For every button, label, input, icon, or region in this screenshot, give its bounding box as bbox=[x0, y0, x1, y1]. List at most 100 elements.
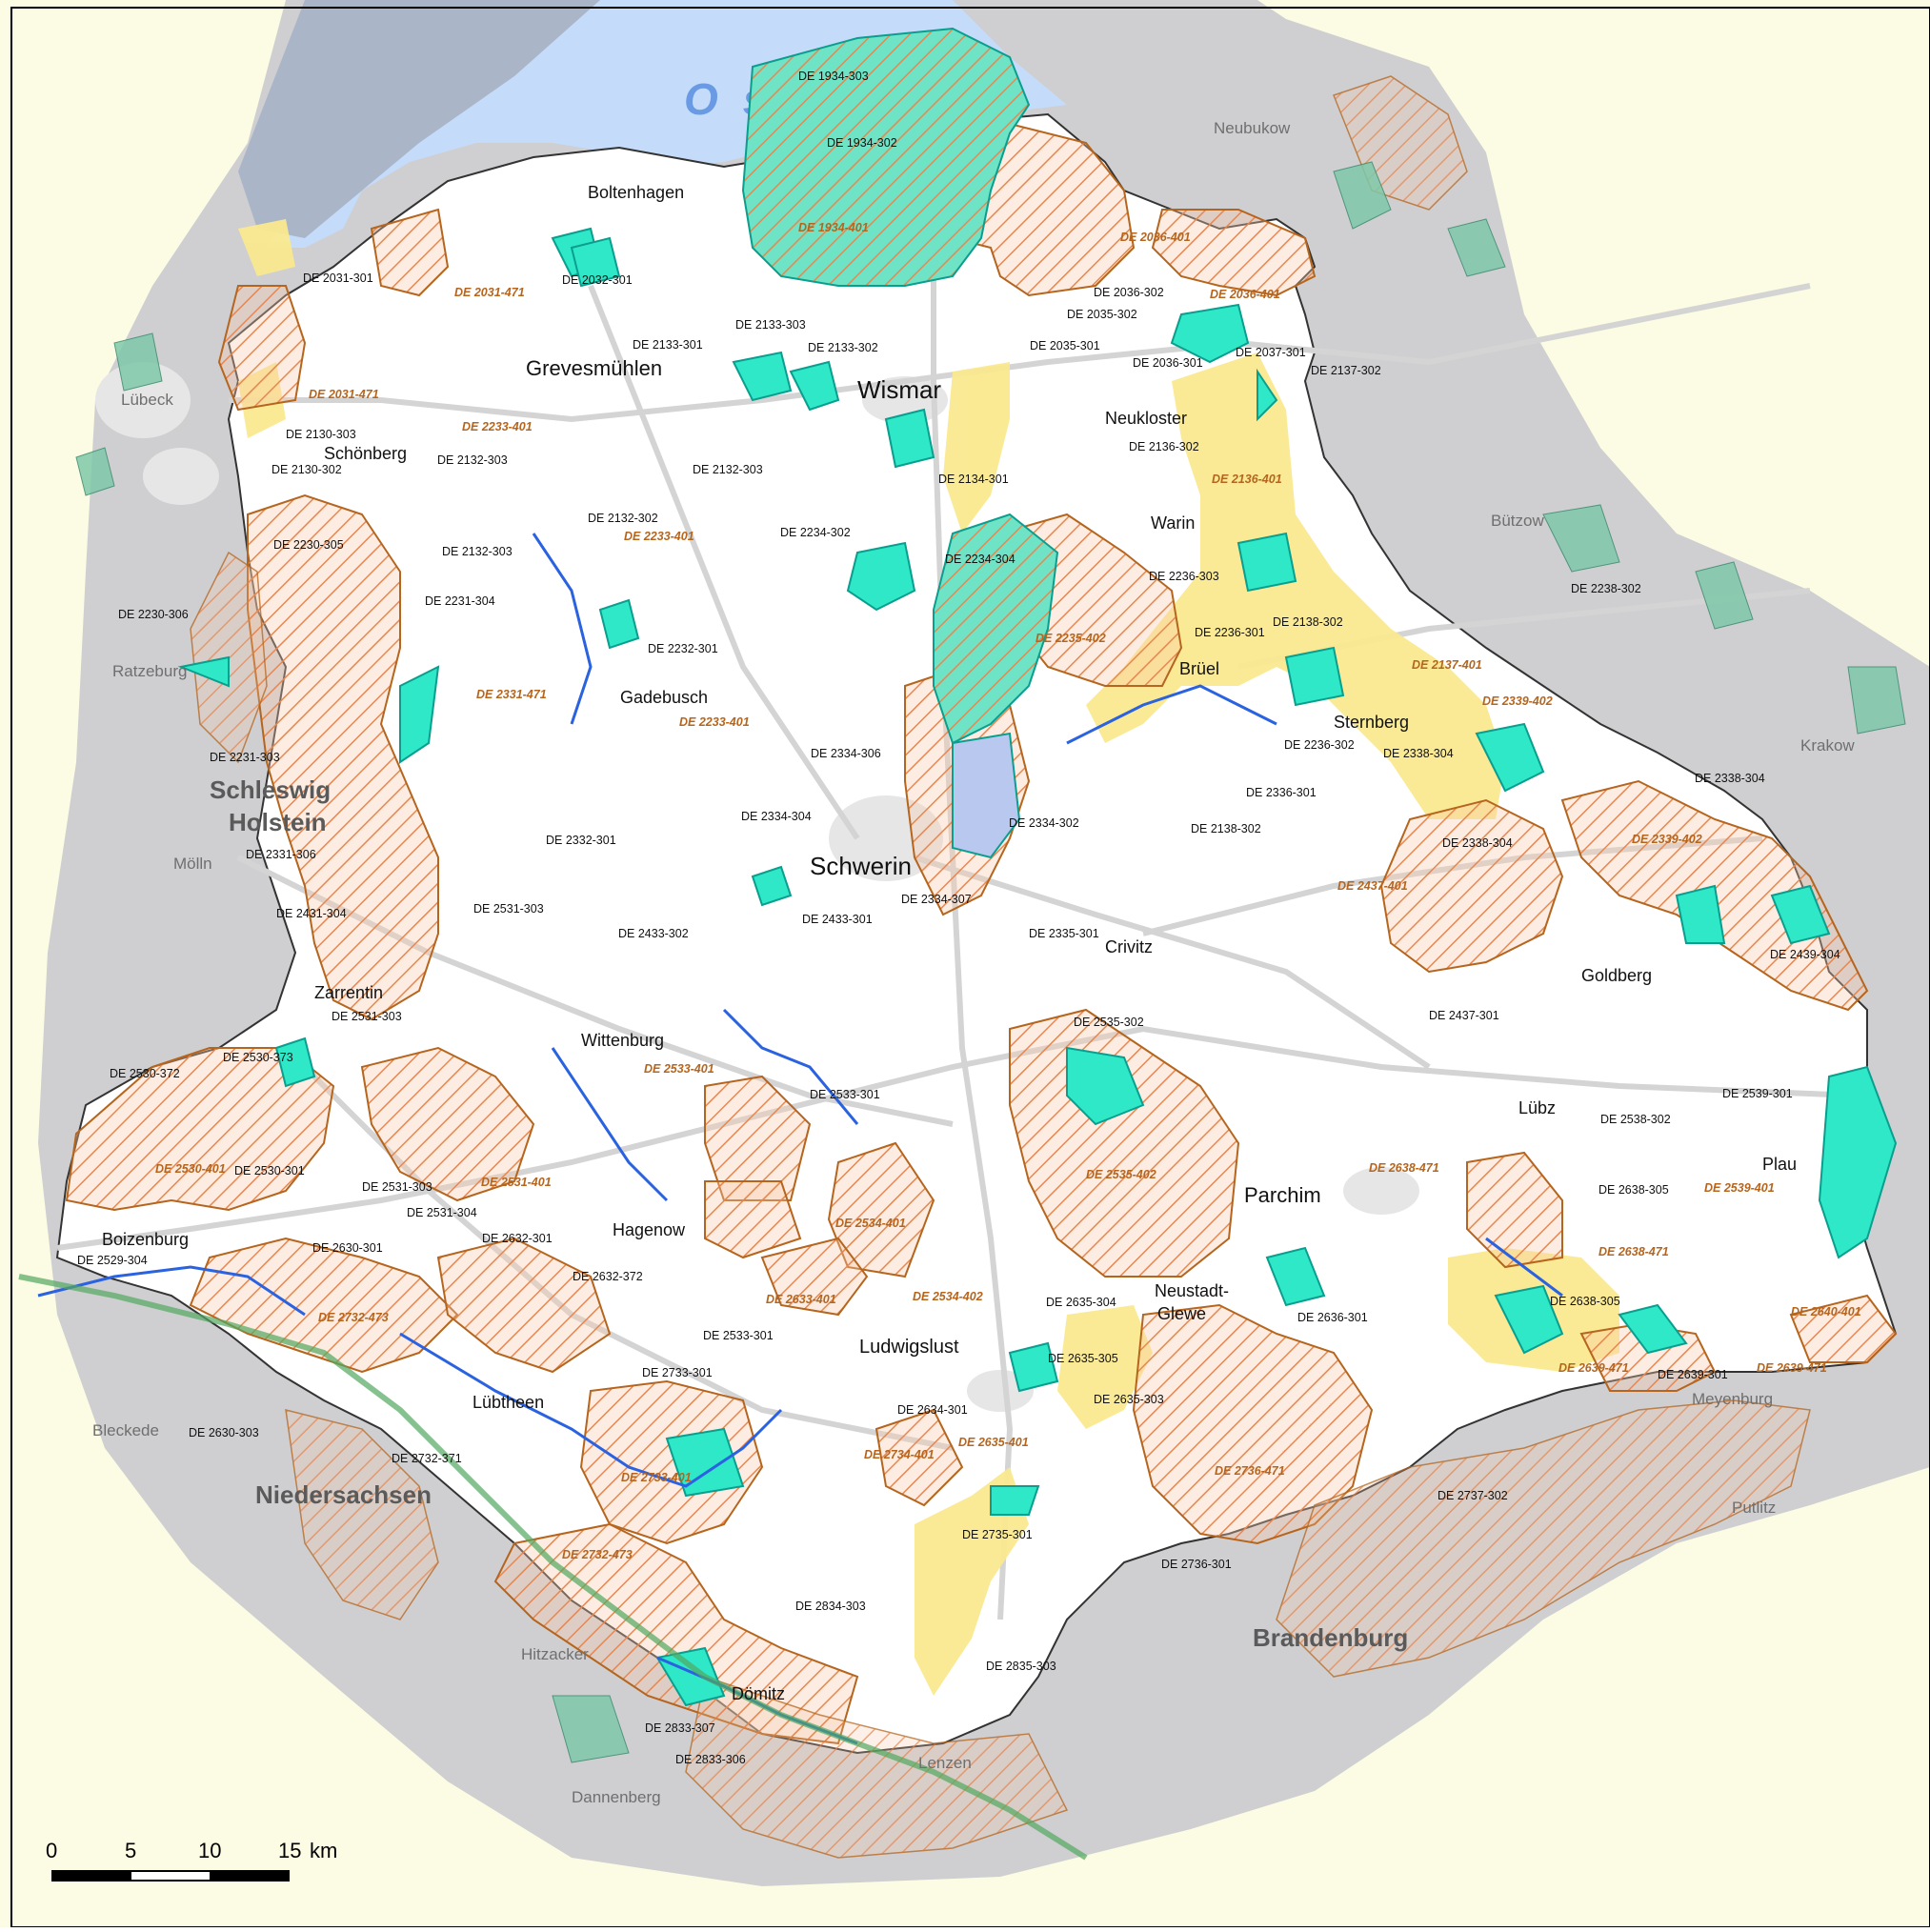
scale-tick-0: 0 bbox=[46, 1839, 57, 1862]
outside-town-label: Putlitz bbox=[1732, 1499, 1776, 1517]
ffh-code: DE 2531-303 bbox=[332, 1010, 402, 1023]
spa-areas bbox=[65, 122, 1898, 1745]
ffh-code: DE 2132-303 bbox=[437, 453, 508, 467]
ffh-code: DE 2431-304 bbox=[276, 907, 347, 920]
town-gadebusch: Gadebusch bbox=[620, 688, 708, 707]
town-label: Neukloster bbox=[1105, 409, 1187, 428]
rivers bbox=[37, 533, 1563, 1745]
ffh-code: DE 2433-301 bbox=[802, 913, 873, 926]
ffh-code: DE 2031-301 bbox=[303, 272, 373, 285]
outside-town-label: Meyenburg bbox=[1692, 1390, 1773, 1408]
ffh-code: DE 2130-302 bbox=[271, 463, 342, 476]
ffh-code: DE 2133-303 bbox=[735, 318, 806, 332]
ffh-code: DE 2833-306 bbox=[675, 1753, 746, 1766]
outside-town-label: Mölln bbox=[173, 855, 212, 873]
spa-code: DE 2531-401 bbox=[481, 1176, 552, 1189]
spa-code: DE 2638-471 bbox=[1598, 1245, 1669, 1258]
ffh-code: DE 2531-303 bbox=[362, 1180, 432, 1194]
spa-code: DE 2233-401 bbox=[624, 530, 694, 543]
ffh-code: DE 2530-301 bbox=[234, 1164, 305, 1177]
scale-tick-10: 10 bbox=[198, 1839, 221, 1862]
spa-code: DE 2136-401 bbox=[1212, 473, 1282, 486]
town-label: Hagenow bbox=[613, 1220, 686, 1239]
ffh-code: DE 2336-301 bbox=[1246, 786, 1317, 799]
spa-code: DE 2734-401 bbox=[864, 1448, 935, 1461]
ffh-code: DE 2130-303 bbox=[286, 428, 356, 441]
town-label: Goldberg bbox=[1581, 966, 1652, 985]
town-wismar: Wismar bbox=[857, 375, 941, 404]
ffh-code: DE 2230-305 bbox=[273, 538, 344, 552]
ffh-code: DE 1934-302 bbox=[827, 136, 897, 150]
region-label-niedersachsen: Niedersachsen bbox=[255, 1480, 432, 1509]
spa-code: DE 2539-401 bbox=[1704, 1181, 1775, 1195]
ffh-code: DE 2433-302 bbox=[618, 927, 689, 940]
ffh-code: DE 2234-302 bbox=[780, 526, 851, 539]
spa-code: DE 2736-471 bbox=[1215, 1464, 1285, 1478]
neighbour-green bbox=[75, 161, 1906, 1763]
spa-code: DE 2233-401 bbox=[462, 420, 533, 433]
ffh-code: DE 2137-302 bbox=[1311, 364, 1381, 377]
ffh-code: DE 2538-302 bbox=[1600, 1113, 1671, 1126]
ffh-code: DE 2132-303 bbox=[442, 545, 513, 558]
ffh-code: DE 2834-303 bbox=[795, 1600, 866, 1613]
region-label-holstein: Holstein bbox=[229, 808, 327, 836]
ffh-code: DE 2236-303 bbox=[1149, 570, 1219, 583]
ffh-code: DE 2732-371 bbox=[392, 1452, 462, 1465]
ffh-code: DE 2530-373 bbox=[223, 1051, 293, 1064]
spa-code: DE 2233-401 bbox=[679, 715, 750, 729]
scale-unit: km bbox=[310, 1839, 337, 1862]
ffh-code: DE 2035-302 bbox=[1067, 308, 1137, 321]
ffh-code: DE 2539-301 bbox=[1722, 1087, 1793, 1100]
spa-code: DE 2535-402 bbox=[1086, 1168, 1156, 1181]
ffh-code: DE 2133-301 bbox=[633, 338, 703, 352]
ffh-code: DE 2639-301 bbox=[1658, 1368, 1728, 1381]
ffh-code: DE 2833-307 bbox=[645, 1721, 715, 1735]
ffh-areas bbox=[177, 27, 1898, 1707]
spa-code: DE 2639-471 bbox=[1757, 1361, 1827, 1375]
ffh-code: DE 2331-306 bbox=[246, 848, 316, 861]
spa-code: DE 2137-401 bbox=[1412, 658, 1482, 672]
sea-darker bbox=[238, 0, 600, 238]
ffh-code: DE 2737-302 bbox=[1437, 1489, 1508, 1502]
ffh-code: DE 2138-302 bbox=[1273, 615, 1343, 629]
ffh-code: DE 2334-302 bbox=[1009, 816, 1079, 830]
ffh-code: DE 2334-306 bbox=[811, 747, 881, 760]
ffh-code: DE 2636-301 bbox=[1297, 1311, 1368, 1324]
ffh-code: DE 2736-301 bbox=[1161, 1558, 1232, 1571]
spa-code: DE 2635-401 bbox=[958, 1436, 1029, 1449]
outside-town-label: Krakow bbox=[1800, 736, 1855, 755]
elbe-river bbox=[18, 1274, 1088, 1861]
spa-code-labels: DE 1934-401 DE 2036-401 DE 2036-401 DE 2… bbox=[155, 221, 1861, 1561]
ffh-code: DE 2835-303 bbox=[986, 1660, 1056, 1673]
ffh-code: DE 2234-304 bbox=[945, 553, 1015, 566]
town-labels: Boltenhagen Schönberg Neukloster Warin B… bbox=[102, 183, 1797, 1703]
spa-code: DE 2534-402 bbox=[913, 1290, 983, 1303]
town-label: Lübtheen bbox=[472, 1393, 544, 1412]
town-label: Parchim bbox=[1244, 1183, 1321, 1207]
region-label-brandenburg: Brandenburg bbox=[1253, 1623, 1408, 1652]
ffh-code: DE 2231-304 bbox=[425, 594, 495, 608]
ffh-code: DE 2533-301 bbox=[810, 1088, 880, 1101]
ffh-code: DE 2533-301 bbox=[703, 1329, 774, 1342]
ffh-code: DE 1934-303 bbox=[798, 70, 869, 83]
ffh-code: DE 2638-305 bbox=[1598, 1183, 1669, 1197]
scale-bar-segment bbox=[52, 1871, 131, 1881]
ffh-code: DE 2132-303 bbox=[693, 463, 763, 476]
ffh-code: DE 2530-372 bbox=[110, 1067, 180, 1080]
ffh-code: DE 2735-301 bbox=[962, 1528, 1033, 1541]
ffh-code: DE 2334-304 bbox=[741, 810, 812, 823]
region-label-schleswig: Schleswig bbox=[210, 775, 331, 804]
scale-tick-5: 5 bbox=[125, 1839, 136, 1862]
ffh-code: DE 2338-304 bbox=[1383, 747, 1454, 760]
spa-code: DE 2533-401 bbox=[644, 1062, 714, 1076]
town-label: Plau bbox=[1762, 1155, 1797, 1174]
yellow-zones bbox=[238, 219, 1619, 1696]
outside-town-label: Hitzacker bbox=[521, 1645, 589, 1663]
ffh-code: DE 2531-304 bbox=[407, 1206, 477, 1219]
ffh-code: DE 2032-301 bbox=[562, 273, 633, 287]
outside-town-label: Lübeck bbox=[121, 391, 173, 409]
spa-code: DE 2639-471 bbox=[1558, 1361, 1629, 1375]
spa-code: DE 2235-402 bbox=[1035, 632, 1106, 645]
